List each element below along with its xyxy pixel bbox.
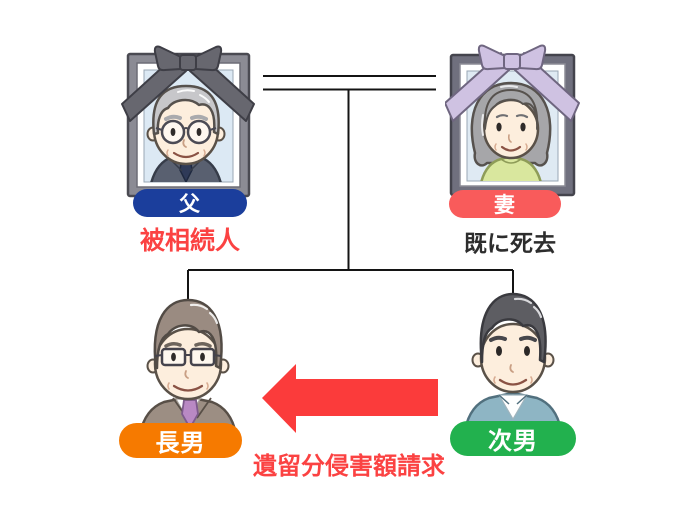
connector-group <box>187 75 514 300</box>
decedent-note: 被相続人 <box>139 227 240 255</box>
second-son-badge: 次男 <box>450 421 576 456</box>
father-avatar <box>146 84 226 182</box>
wife-avatar <box>470 81 552 181</box>
wife-memorial-portrait-icon <box>445 44 580 197</box>
eldest-son-avatar-icon <box>138 298 238 434</box>
wife-badge: 妻 <box>449 190 561 218</box>
wife-badge-label: 妻 <box>494 194 516 217</box>
claim-arrow-label: 遺留分侵害額請求 <box>253 453 445 480</box>
eldest-son-badge-label: 長男 <box>155 430 206 457</box>
second-son-avatar-icon <box>463 292 563 430</box>
wife-deceased-note: 既に死去 <box>464 230 556 256</box>
left-arrow-shape <box>262 364 438 433</box>
black-mourning-ribbon-icon <box>121 45 255 122</box>
purple-mourning-ribbon-icon <box>445 44 580 122</box>
father-badge: 父 <box>133 189 247 217</box>
father-memorial-portrait-icon <box>121 45 255 198</box>
second-son-badge-label: 次男 <box>488 428 538 455</box>
father-badge-label: 父 <box>179 193 201 216</box>
eldest-son-badge: 長男 <box>119 423 242 458</box>
claim-left-arrow-icon <box>262 364 438 433</box>
